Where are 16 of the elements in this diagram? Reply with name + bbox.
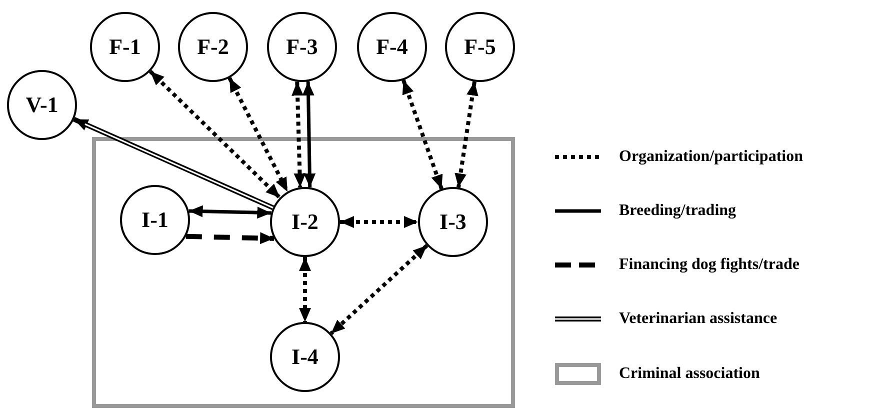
node-label: V-1 xyxy=(26,94,58,116)
node-label: F-4 xyxy=(376,36,408,58)
legend-label: Veterinarian assistance xyxy=(619,309,778,329)
node-label: F-3 xyxy=(286,36,318,58)
legend-label: Criminal association xyxy=(619,364,760,384)
node-label: I-4 xyxy=(292,346,318,368)
node-label: F-5 xyxy=(464,36,496,58)
node-label: F-1 xyxy=(109,36,141,58)
node-label: F-2 xyxy=(197,36,229,58)
node-label: I-1 xyxy=(142,209,168,231)
node-label: I-3 xyxy=(440,211,466,233)
legend-label: Organization/participation xyxy=(619,147,803,167)
node-label: I-2 xyxy=(292,211,318,233)
legend-label: Financing dog fights/trade xyxy=(619,255,800,275)
legend-label: Breeding/trading xyxy=(619,201,736,221)
group-box xyxy=(92,137,515,408)
